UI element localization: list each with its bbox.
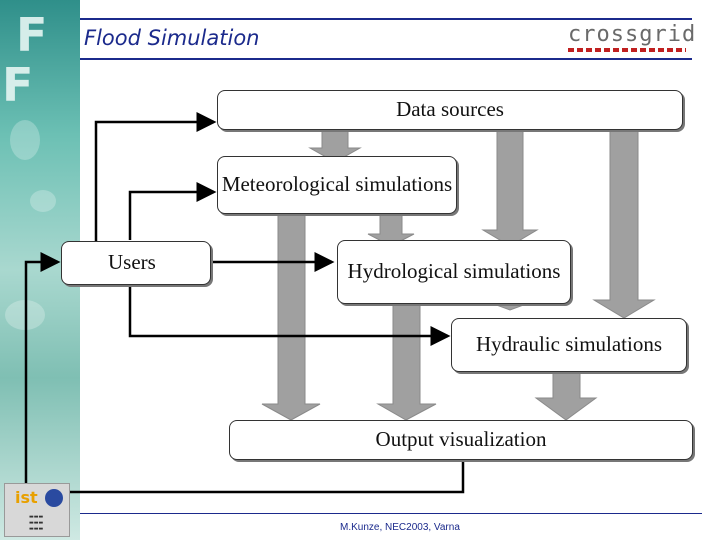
arrow-data-to-meteorological xyxy=(308,129,362,163)
connector-users-to-meteorological xyxy=(128,182,217,240)
node-hydraulic-simulations: Hydraulic simulations xyxy=(451,318,687,372)
connector-users-to-hydraulic xyxy=(128,286,451,346)
node-meteorological-simulations: Meteorological simulations xyxy=(217,156,457,214)
arrow-hydraulic-to-output xyxy=(534,369,598,421)
node-users: Users xyxy=(61,241,211,285)
decoration-blob xyxy=(10,120,40,160)
footer-credit: M.Kunze, NEC2003, Varna xyxy=(340,522,460,533)
arrow-meteorological-to-output xyxy=(261,212,321,421)
ist-logo: ist ▬▬▬▬▬▬▬▬▬ xyxy=(4,483,70,537)
ist-logo-subtext: ▬▬▬▬▬▬▬▬▬ xyxy=(29,514,44,532)
brand-logo: crossgrid xyxy=(568,22,697,47)
globe-icon xyxy=(45,489,63,507)
node-hydrological-simulations: Hydrological simulations xyxy=(337,240,571,304)
header-rule-top xyxy=(80,18,692,20)
arrow-data-to-hydrological xyxy=(481,129,539,247)
brand-underline xyxy=(568,48,686,52)
decoration-blob xyxy=(30,190,56,212)
logo-f-icon: F xyxy=(2,58,34,112)
ist-logo-mark: ist xyxy=(15,488,38,507)
header-rule-bottom xyxy=(80,58,692,60)
arrow-data-to-hydraulic xyxy=(592,129,656,319)
node-data-sources: Data sources xyxy=(217,90,683,130)
connector-users-to-data-sources xyxy=(94,112,217,254)
node-output-visualization: Output visualization xyxy=(229,420,693,460)
logo-f-icon: F xyxy=(16,8,48,62)
page-title: Flood Simulation xyxy=(84,26,260,50)
footer-rule xyxy=(80,513,702,514)
arrow-hydrological-to-output xyxy=(376,299,437,421)
